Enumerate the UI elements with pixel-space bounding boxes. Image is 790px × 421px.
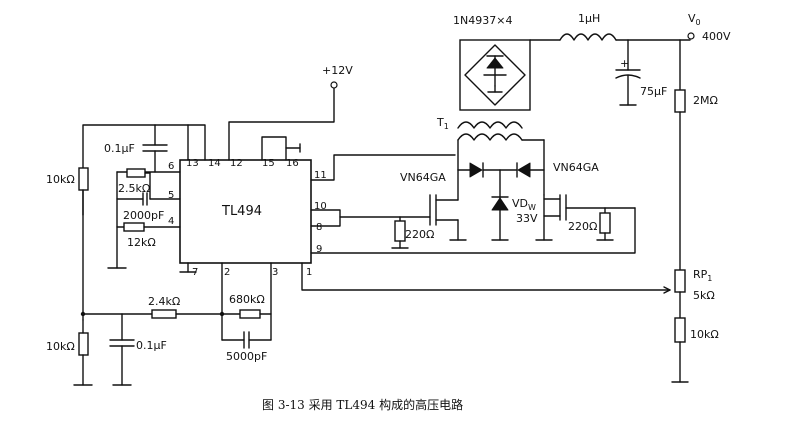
label-c-75uf: 75μF (640, 85, 667, 98)
label-vo: V0 (688, 12, 701, 27)
label-cap-plus: + (620, 57, 629, 70)
label-r-2-4k: 2.4kΩ (148, 295, 180, 308)
pin-15: 15 (262, 158, 275, 169)
pin-1: 1 (306, 267, 312, 278)
label-r-680k: 680kΩ (229, 293, 265, 306)
label-zener-main: VD (512, 197, 528, 210)
label-mos-right: VN64GA (553, 161, 599, 174)
label-v400: 400V (702, 30, 731, 43)
label-c-01uf-bot: 0.1μF (136, 339, 167, 352)
label-rp-main: RP (693, 268, 708, 281)
pin-4: 4 (168, 216, 174, 227)
label-r-10k-left-bot: 10kΩ (46, 340, 75, 353)
pin-13: 13 (186, 158, 199, 169)
pin-3: 3 (272, 267, 278, 278)
label-c-5000pf: 5000pF (226, 350, 267, 363)
rectifier-output (459, 32, 695, 383)
pin-2: 2 (224, 267, 230, 278)
pin-16: 16 (286, 158, 299, 169)
label-r-2-5k: 2.5kΩ (118, 182, 150, 195)
pin-6: 6 (168, 161, 174, 172)
pin-12: 12 (230, 158, 243, 169)
label-r-10k-left-top: 10kΩ (46, 173, 75, 186)
component-labels: 0.1μF 2.5kΩ 2000pF 12kΩ 10kΩ 10kΩ 2.4kΩ … (46, 12, 731, 363)
pin-5: 5 (168, 190, 174, 201)
label-inductor: 1μH (578, 12, 600, 25)
label-zener-sub: W (528, 203, 536, 212)
label-mos-left: VN64GA (400, 171, 446, 184)
label-c-01uf-top: 0.1μF (104, 142, 135, 155)
label-r-220-left: 220Ω (405, 228, 434, 241)
label-supply: +12V (322, 64, 353, 77)
label-c-2000pf: 2000pF (123, 209, 164, 222)
pin-8: 8 (316, 222, 322, 233)
label-transformer-sub: 1 (444, 122, 449, 131)
pin-9: 9 (316, 244, 322, 255)
output-network (301, 121, 671, 294)
label-zener: VDW (512, 197, 536, 212)
figure-caption: 图 3-13 采用 TL494 构成的高压电路 (262, 397, 463, 412)
label-zener-v: 33V (516, 212, 538, 225)
pin-11: 11 (314, 170, 327, 181)
tl494-chip: TL494 14 13 6 5 4 12 15 16 11 10 8 9 7 2… (168, 158, 327, 278)
label-rp: RP1 (693, 268, 712, 283)
label-rp-val: 5kΩ (693, 289, 715, 302)
label-r-220-right: 220Ω (568, 220, 597, 233)
ic-name: TL494 (221, 204, 262, 219)
pin-10: 10 (314, 201, 327, 212)
label-r-10k-right: 10kΩ (690, 328, 719, 341)
label-r-2m: 2MΩ (693, 94, 718, 107)
pin-14: 14 (208, 158, 221, 169)
label-vo-main: V (688, 12, 696, 25)
label-bridge: 1N4937×4 (453, 14, 512, 27)
label-rp-sub: 1 (707, 274, 712, 283)
label-transformer: T1 (436, 116, 449, 131)
label-r-12k: 12kΩ (127, 236, 156, 249)
label-vo-sub: 0 (696, 18, 701, 27)
supply-network (228, 81, 338, 161)
left-network (73, 124, 272, 386)
label-transformer-main: T (436, 116, 444, 129)
